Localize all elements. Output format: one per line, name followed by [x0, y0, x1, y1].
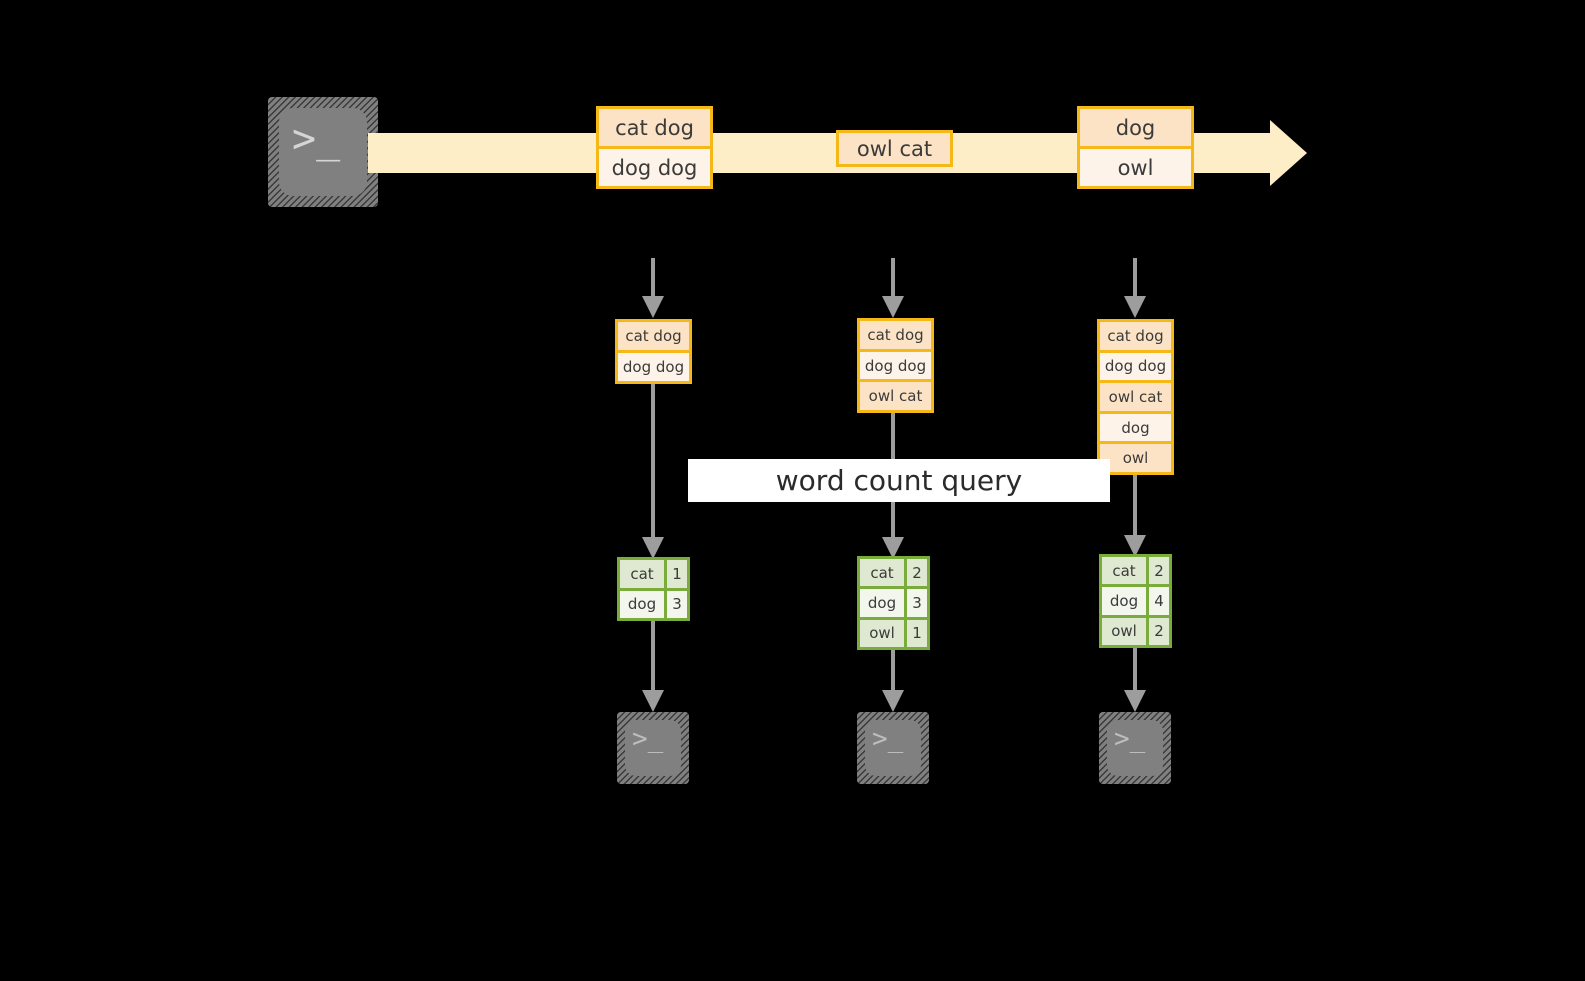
result-table-1[interactable]: cat 1 dog 3: [617, 557, 690, 621]
terminal-prompt-glyph: >_: [872, 724, 904, 754]
buffer-stack-1[interactable]: cat dog dog dog: [615, 319, 692, 384]
buffer-line: owl cat: [860, 379, 931, 411]
table-cell-word: cat: [1112, 561, 1136, 580]
terminal-screen: [279, 108, 367, 196]
terminal-prompt-glyph: >_: [1114, 724, 1146, 754]
query-connector-1-line: [651, 384, 655, 542]
table-cell-count: 2: [1146, 617, 1169, 645]
output-connector-2-head: [882, 690, 904, 712]
table-row: dog 4: [1102, 584, 1169, 615]
stream-record-2[interactable]: owl cat: [836, 130, 953, 167]
stream-record-1[interactable]: cat dog dog dog: [596, 106, 713, 189]
terminal-prompt-glyph: >_: [632, 724, 664, 754]
table-cell-word: dog: [867, 593, 897, 612]
consumer-terminal-icon-3: >_: [1099, 712, 1171, 784]
query-connector-2-head: [882, 537, 904, 559]
table-cell-count: 2: [904, 559, 927, 587]
table-row: dog 3: [860, 586, 927, 617]
dashed-connector-2-line: [891, 258, 895, 298]
table-cell-count: 3: [904, 589, 927, 617]
table-cell-count: 2: [1146, 557, 1169, 585]
stream-arrow-head: [1270, 120, 1307, 186]
record-line: cat dog: [599, 109, 710, 146]
buffer-line: owl: [1100, 441, 1171, 472]
table-cell-word: owl: [869, 624, 895, 643]
buffer-stack-3[interactable]: cat dog dog dog owl cat dog owl: [1097, 319, 1174, 475]
table-cell-word: cat: [870, 563, 894, 582]
dashed-connector-2-head: [882, 296, 904, 318]
table-cell-word: dog: [1109, 591, 1139, 610]
table-cell-count: 3: [664, 590, 687, 618]
table-row: cat 2: [1102, 557, 1169, 585]
buffer-line: cat dog: [1100, 322, 1171, 350]
buffer-stack-2[interactable]: cat dog dog dog owl cat: [857, 318, 934, 413]
record-line: owl: [1080, 146, 1191, 186]
terminal-screen: [625, 720, 681, 776]
terminal-prompt-glyph: >_: [292, 116, 341, 162]
query-label: word count query: [688, 459, 1110, 502]
query-label-text: word count query: [775, 464, 1023, 497]
result-table-3[interactable]: cat 2 dog 4 owl 2: [1099, 554, 1172, 648]
table-cell-word: dog: [627, 595, 657, 614]
buffer-line: cat dog: [618, 322, 689, 350]
table-cell-count: 4: [1146, 587, 1169, 615]
consumer-terminal-icon-1: >_: [617, 712, 689, 784]
dashed-connector-1-head: [642, 296, 664, 318]
table-row: owl 2: [1102, 614, 1169, 645]
table-cell-count: 1: [664, 560, 687, 588]
buffer-line: cat dog: [860, 321, 931, 349]
output-connector-3-head: [1124, 690, 1146, 712]
output-connector-3-line: [1133, 648, 1137, 693]
stream-record-3[interactable]: dog owl: [1077, 106, 1194, 189]
table-row: cat 1: [620, 560, 687, 588]
producer-terminal-icon: >_: [268, 97, 378, 207]
result-table-2[interactable]: cat 2 dog 3 owl 1: [857, 556, 930, 650]
table-row: cat 2: [860, 559, 927, 587]
dashed-connector-3-line: [1133, 258, 1137, 298]
buffer-line: dog dog: [618, 350, 689, 381]
query-connector-3-head: [1124, 535, 1146, 557]
table-cell-word: cat: [630, 564, 654, 583]
table-cell-count: 1: [904, 619, 927, 647]
query-connector-1-head: [642, 537, 664, 559]
buffer-line: owl cat: [1100, 380, 1171, 411]
record-line: dog: [1080, 109, 1191, 146]
record-line: owl cat: [839, 133, 950, 164]
terminal-screen: [865, 720, 921, 776]
table-cell-word: owl: [1111, 622, 1137, 641]
output-connector-1-head: [642, 690, 664, 712]
dashed-connector-1-line: [651, 258, 655, 298]
record-line: dog dog: [599, 146, 710, 186]
output-connector-1-line: [651, 621, 655, 693]
buffer-line: dog dog: [1100, 349, 1171, 381]
query-connector-3-line: [1133, 475, 1137, 543]
table-row: owl 1: [860, 616, 927, 647]
output-connector-2-line: [891, 650, 895, 693]
consumer-terminal-icon-2: >_: [857, 712, 929, 784]
terminal-screen: [1107, 720, 1163, 776]
table-row: dog 3: [620, 587, 687, 618]
buffer-line: dog dog: [860, 348, 931, 380]
dashed-connector-3-head: [1124, 296, 1146, 318]
buffer-line: dog: [1100, 410, 1171, 442]
